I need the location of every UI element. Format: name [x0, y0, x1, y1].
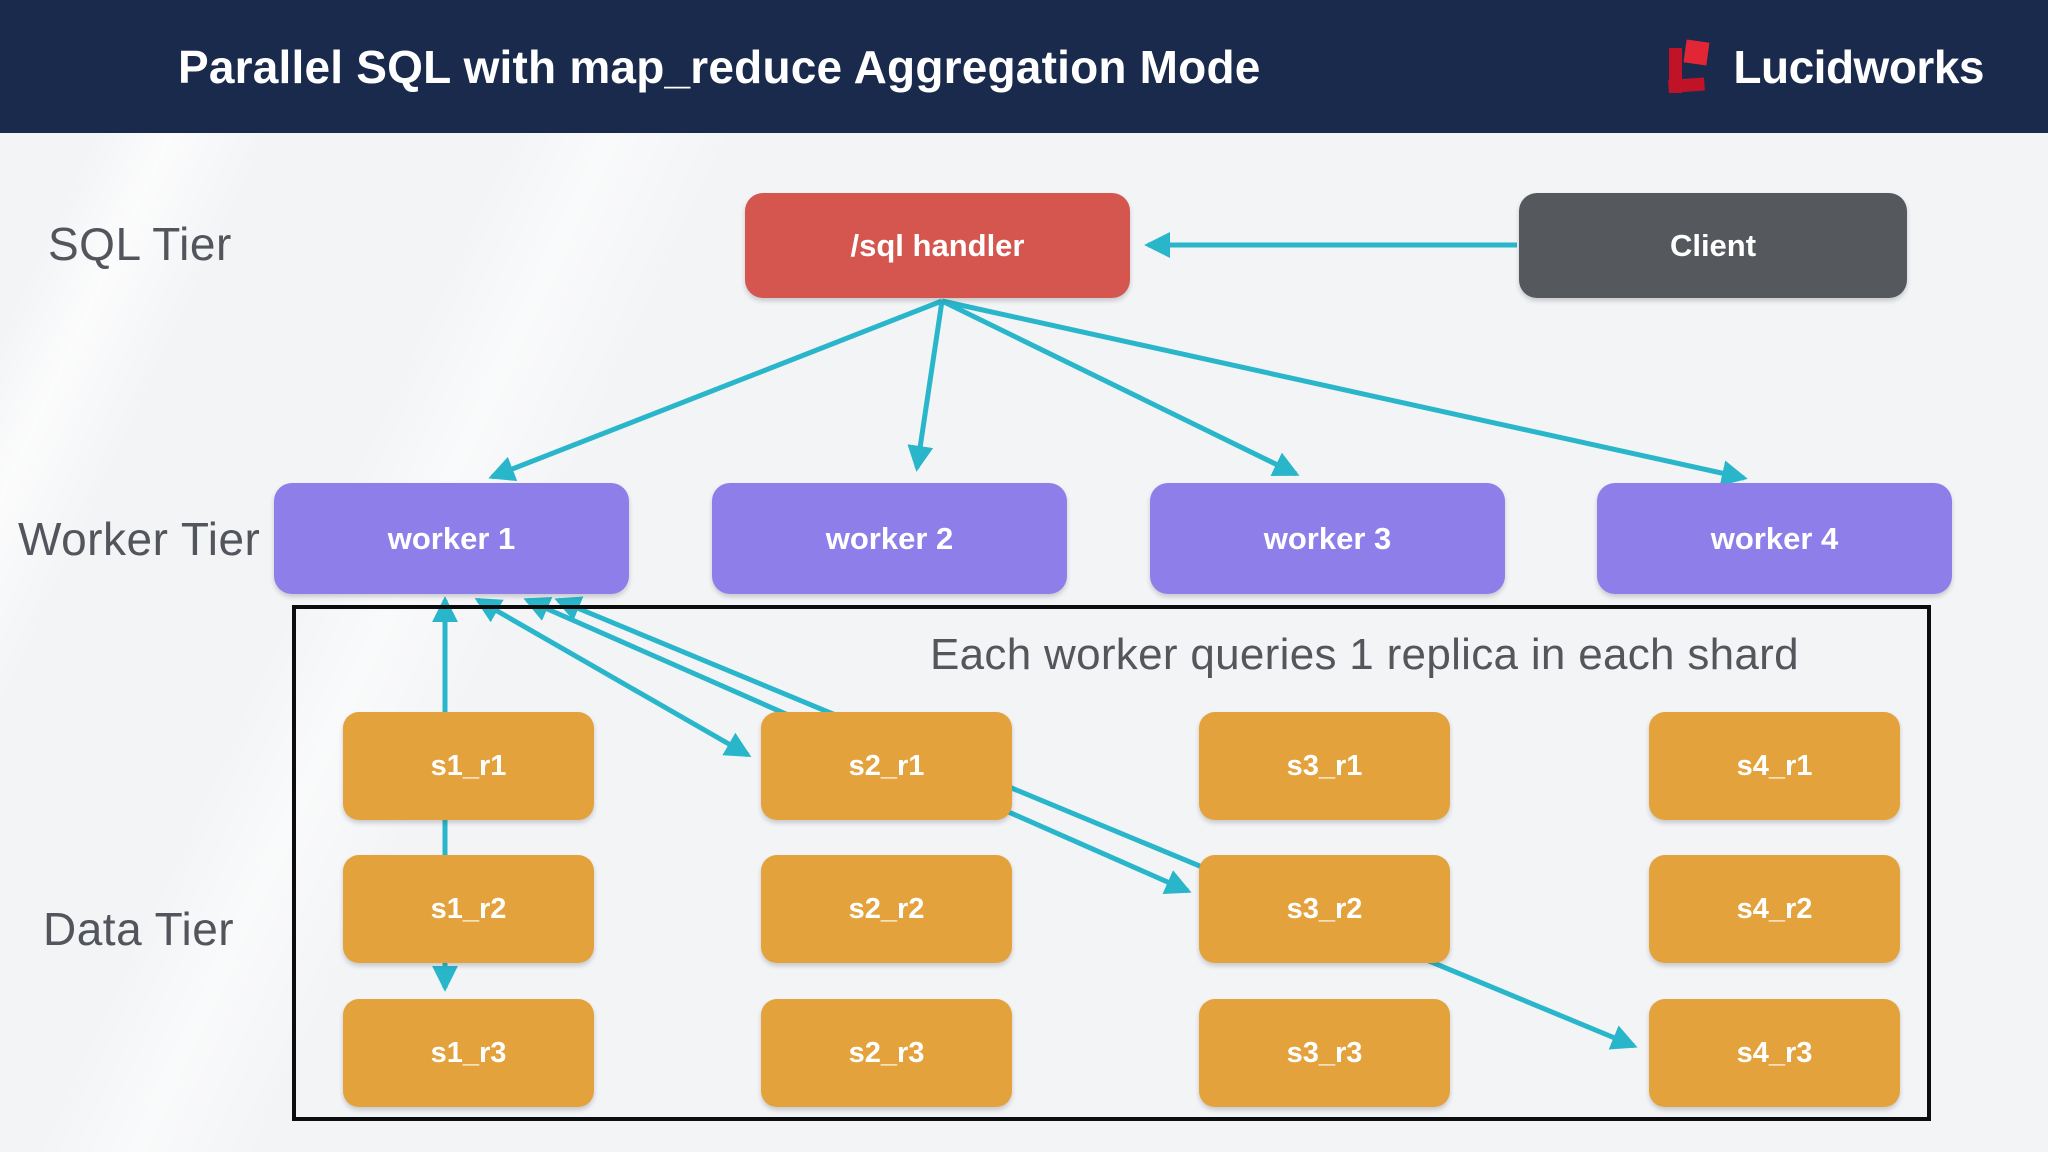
- worker-node-1: worker 1: [274, 483, 629, 594]
- replica-node-s4_r1: s4_r1: [1649, 712, 1900, 820]
- replica-node-s3_r3: s3_r3: [1199, 999, 1450, 1107]
- header-bar: Parallel SQL with map_reduce Aggregation…: [0, 0, 2048, 133]
- worker-node-4: worker 4: [1597, 483, 1952, 594]
- replica-node-s2_r1: s2_r1: [761, 712, 1012, 820]
- replica-node-s2_r3: s2_r3: [761, 999, 1012, 1107]
- logo-wordmark: Lucidworks: [1733, 40, 1984, 93]
- replica-node-s1_r1: s1_r1: [343, 712, 594, 820]
- tier-label-worker: Worker Tier: [18, 513, 261, 565]
- page-title: Parallel SQL with map_reduce Aggregation…: [178, 40, 1261, 93]
- client-node: Client: [1519, 193, 1907, 298]
- lucidworks-logo: Lucidworks: [1668, 0, 1984, 133]
- data-tier-note: Each worker queries 1 replica in each sh…: [930, 630, 1799, 679]
- tier-label-data: Data Tier: [43, 903, 235, 955]
- replica-node-s1_r2: s1_r2: [343, 855, 594, 963]
- worker-node-3: worker 3: [1150, 483, 1505, 594]
- replica-node-s4_r2: s4_r2: [1649, 855, 1900, 963]
- replica-node-s3_r1: s3_r1: [1199, 712, 1450, 820]
- lucidworks-mark-icon: [1668, 39, 1715, 93]
- replica-node-s2_r2: s2_r2: [761, 855, 1012, 963]
- sql-handler-node: /sql handler: [745, 193, 1130, 298]
- replica-node-s3_r2: s3_r2: [1199, 855, 1450, 963]
- worker-node-2: worker 2: [712, 483, 1067, 594]
- replica-node-s4_r3: s4_r3: [1649, 999, 1900, 1107]
- replica-node-s1_r3: s1_r3: [343, 999, 594, 1107]
- tier-label-sql: SQL Tier: [48, 218, 232, 270]
